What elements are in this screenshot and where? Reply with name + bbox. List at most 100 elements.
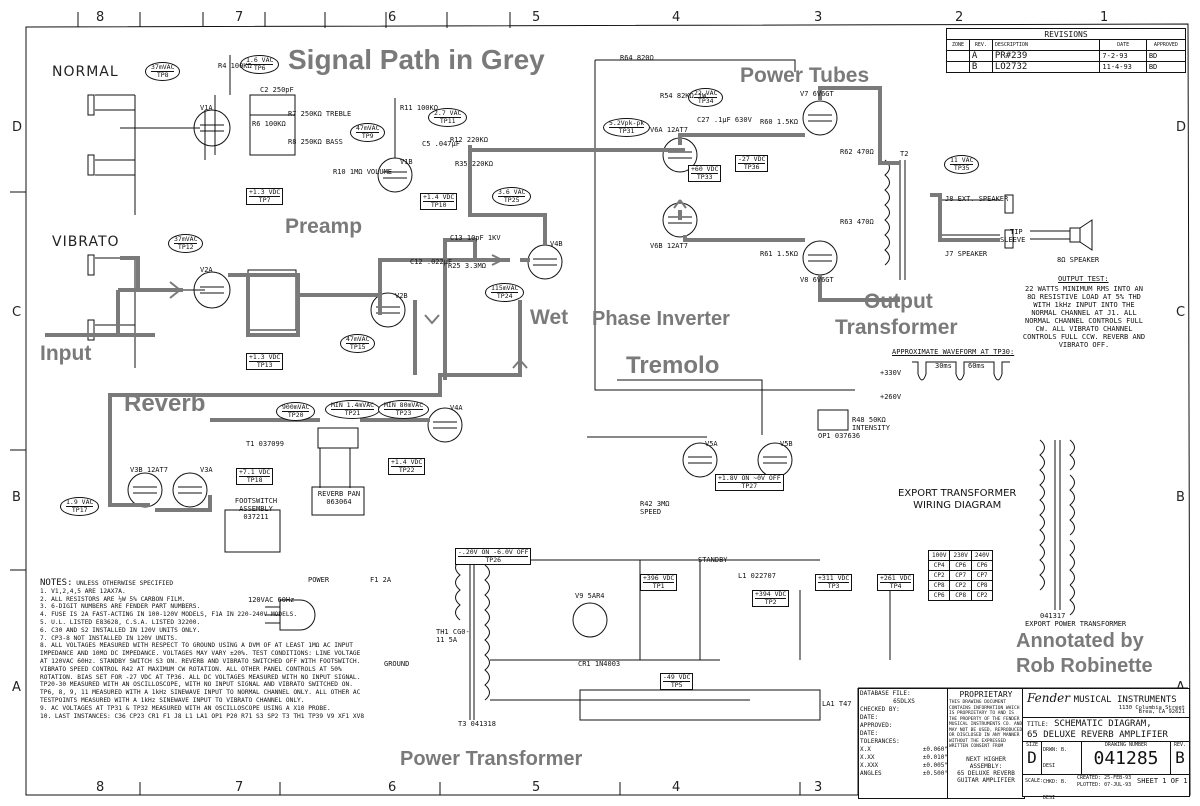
export-transformer-caption: EXPORT POWER TRANSFORMER (1025, 620, 1127, 628)
drawing-number: 041285 (1093, 748, 1159, 769)
speaker-label: 8Ω SPEAKER (1057, 256, 1100, 264)
component-label: R60 1.5KΩ (760, 118, 798, 126)
component-label: C2 250pF (260, 86, 294, 94)
component-label: CR1 1N4003 (578, 660, 621, 668)
zone-col-7-bottom: 7 (235, 780, 244, 795)
note-item: 1. V1,2,4,5 ARE 12AX7A. (40, 587, 126, 595)
zone-row-c-right: C (1176, 305, 1186, 320)
component-label: R10 1MΩ VOLUME (333, 168, 393, 176)
waveform-low-label: +260V (880, 393, 902, 401)
fender-logo: Fender (1027, 691, 1071, 705)
tube-label: V4B (550, 240, 563, 248)
note-item: 8. ALL VOLTAGES MEASURED WITH RESPECT TO… (40, 642, 361, 704)
component-label: R63 470Ω (840, 218, 874, 226)
note-item: 9. AC VOLTAGES AT TP31 & TP32 MEASURED W… (40, 704, 331, 712)
waveform-t2-label: 60ms (968, 362, 985, 370)
tube-label: V7 6V6GT (800, 90, 834, 98)
tube-label: V9 5AR4 (575, 592, 605, 600)
tp30-waveform (912, 361, 1010, 381)
component-label: C27 .1µF 630V (697, 116, 752, 124)
zone-col-4-bottom: 4 (672, 780, 681, 795)
notes-block: NOTES: UNLESS OTHERWISE SPECIFIED 1. V1,… (40, 579, 370, 720)
speaker-tip-label: TIP (1010, 228, 1023, 236)
annotation-output: Output (864, 290, 933, 313)
component-label: R25 3.3MΩ (448, 262, 486, 270)
tube-label: V6A 12AT7 (650, 126, 688, 134)
component-label: REVERB PAN 063064 (317, 490, 361, 506)
tube-label: V1A (200, 104, 213, 112)
annotation-reverb: Reverb (124, 390, 206, 417)
component-label: F1 2A (370, 576, 392, 584)
component-label: OP1 037636 (818, 432, 861, 440)
tube-label: V5A (705, 440, 718, 448)
zone-col-8: 8 (96, 10, 105, 25)
component-label: R35 220KΩ (455, 160, 493, 168)
waveform-title: APPROXIMATE WAVEFORM AT TP30: (892, 348, 1015, 356)
tube-label: V3B 12AT7 (130, 466, 168, 474)
export-transformer-part: 041317 (1040, 612, 1066, 620)
waveform-high-label: +330V (880, 369, 902, 377)
tube-label: V2A (200, 266, 213, 274)
component-label: R11 100KΩ (400, 104, 438, 112)
tube-label: V2B (395, 292, 408, 300)
title-block-proprietary: PROPRIETARY THIS DRAWING DOCUMENT CONTAI… (947, 688, 1025, 799)
component-label: R42 3MΩ SPEED (640, 500, 670, 516)
component-label: R62 470Ω (840, 148, 874, 156)
component-label: R12 220KΩ (450, 136, 488, 144)
tube-label: V3A (200, 466, 213, 474)
zone-col-3-bottom: 3 (814, 780, 823, 795)
annotation-input: Input (40, 342, 92, 365)
channel-label-vibrato: VIBRATO (52, 234, 120, 250)
zone-row-b: B (12, 490, 21, 505)
annotation-phase-inverter: Phase Inverter (592, 308, 730, 330)
note-item: 4. FUSE IS 2A FAST-ACTING IN 100-120V MO… (40, 611, 298, 619)
title-block-main: Fender MUSICAL INSTRUMENTS 1130 Columbia… (1022, 688, 1190, 801)
tube-label: V5B (780, 440, 793, 448)
note-item: 6. C30 AND S2 INSTALLED IN 120V UNITS ON… (40, 626, 201, 634)
note-item: 5. U.L. LISTED E83628, C.S.A. LISTED 322… (40, 618, 201, 626)
component-label: TH1 CG0-11 5A (436, 628, 470, 644)
annotation-author: Rob Robinette (1016, 655, 1153, 677)
title-block-checks: DATABASE FILE: 65DLXS CHECKED BY: DATE: … (858, 688, 950, 799)
export-transformer-title: EXPORT TRANSFORMER WIRING DIAGRAM (898, 488, 1017, 511)
annotation-transformer: Transformer (835, 316, 958, 339)
component-label: R48 50KΩ INTENSITY (852, 416, 890, 432)
zone-row-d-right: D (1176, 120, 1187, 135)
mains-label: 120VAC 60Hz (248, 596, 295, 604)
tube-label: V1B (400, 158, 413, 166)
power-switch-label: POWER (308, 576, 330, 584)
zone-col-6: 6 (388, 10, 397, 25)
tube-label: V6B 12AT7 (650, 242, 688, 250)
annotation-power-transformer: Power Transformer (400, 748, 583, 770)
ground-switch-label: GROUND (384, 660, 410, 668)
annotation-annotated-by: Annotated by (1016, 630, 1144, 652)
output-test-text: 22 WATTS MINIMUM RMS INTO AN 8Ω RESISTIV… (1022, 285, 1146, 349)
signal-path (45, 86, 1000, 512)
zone-col-5-bottom: 5 (532, 780, 541, 795)
annotation-wet: Wet (530, 306, 569, 329)
zone-col-7: 7 (235, 10, 244, 25)
component-label: R6 100KΩ (252, 120, 286, 128)
component-label: R64 820Ω (620, 54, 654, 62)
zone-col-8-bottom: 8 (96, 780, 105, 795)
annotation-power-tubes: Power Tubes (740, 64, 870, 87)
